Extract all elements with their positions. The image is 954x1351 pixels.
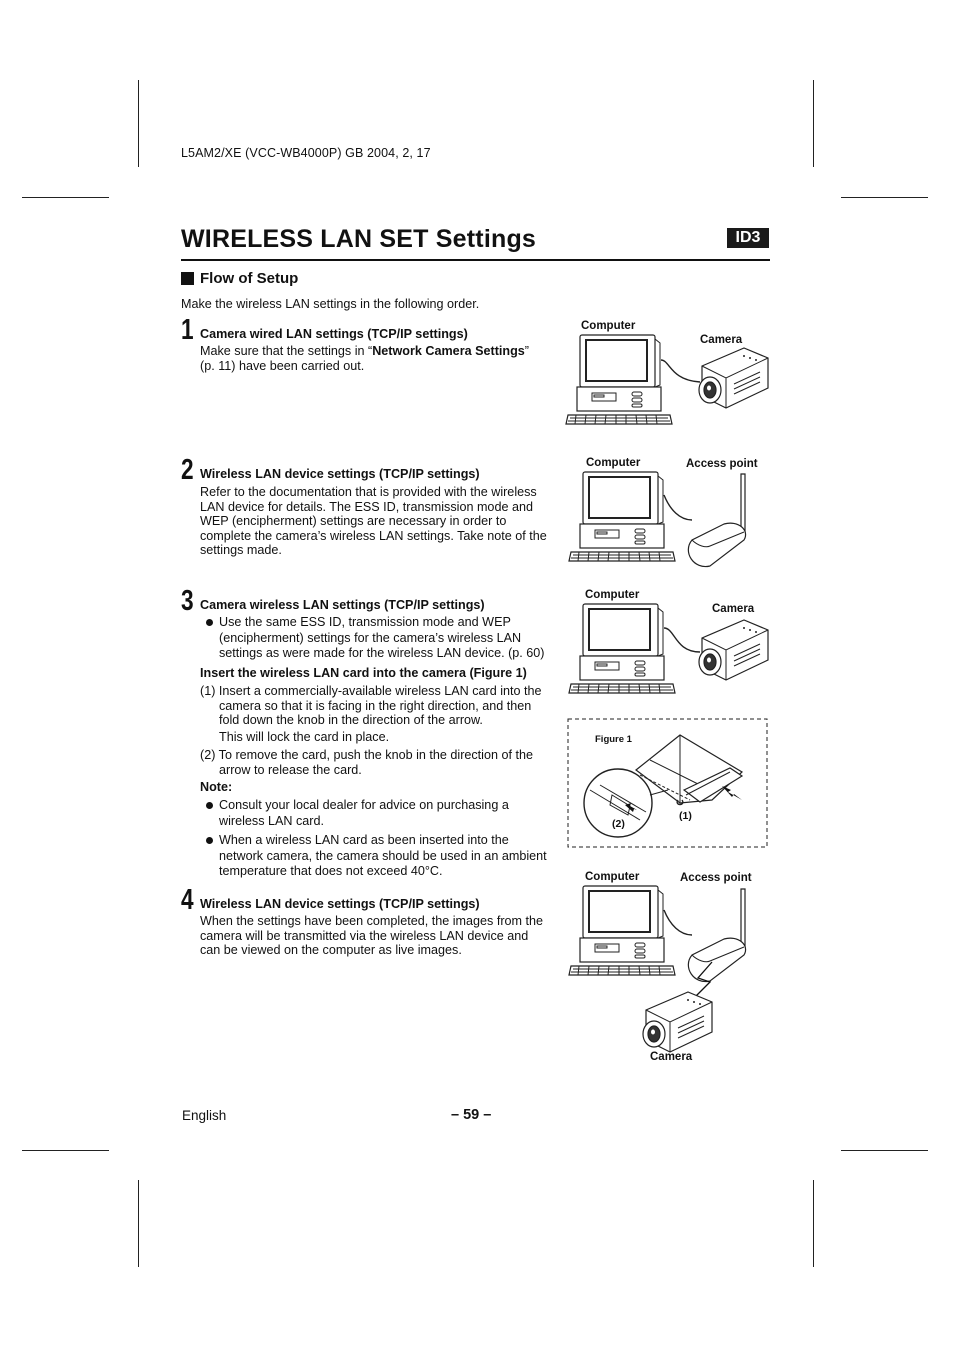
step-body: When the settings have been completed, t… xyxy=(200,914,544,958)
step-number: 2 xyxy=(181,454,194,486)
step-item-1: (1) Insert a commercially-available wire… xyxy=(200,684,542,744)
bullet-dot xyxy=(206,802,213,809)
step-title: Camera wired LAN settings (TCP/IP settin… xyxy=(200,327,468,341)
label-access-point: Access point xyxy=(680,872,752,884)
crop-mark xyxy=(22,1150,109,1151)
section-badge: ID3 xyxy=(727,228,769,248)
crop-mark xyxy=(138,80,139,167)
crop-mark xyxy=(841,197,928,198)
step-number: 1 xyxy=(181,314,194,346)
crop-mark xyxy=(841,1150,928,1151)
doc-code: L5AM2/XE (VCC-WB4000P) GB 2004, 2, 17 xyxy=(181,146,431,160)
step-number: 3 xyxy=(181,585,194,617)
step-title: Wireless LAN device settings (TCP/IP set… xyxy=(200,467,480,481)
intro-text: Make the wireless LAN settings in the fo… xyxy=(181,297,480,311)
label-access-point: Access point xyxy=(686,458,758,470)
step-subhead: Insert the wireless LAN card into the ca… xyxy=(200,666,527,680)
title-rule xyxy=(181,259,770,261)
section-heading: Flow of Setup xyxy=(200,270,299,287)
note-item: Consult your local dealer for advice on … xyxy=(219,798,509,828)
label-camera: Camera xyxy=(650,1051,693,1063)
crop-mark xyxy=(813,1180,814,1267)
step-body: Make sure that the settings in “Network … xyxy=(200,344,529,373)
label-computer: Computer xyxy=(581,320,636,332)
label-camera: Camera xyxy=(712,603,755,615)
step-bullet: Use the same ESS ID, transmission mode a… xyxy=(219,615,545,661)
section-marker xyxy=(181,272,194,285)
page-title: WIRELESS LAN SET Settings xyxy=(181,225,537,253)
step-item-2: (2) To remove the card, push the knob in… xyxy=(200,748,533,777)
crop-mark xyxy=(22,197,109,198)
label-camera: Camera xyxy=(700,334,743,346)
bullet-dot xyxy=(206,837,213,844)
crop-mark xyxy=(138,1180,139,1267)
page-number: – 59 – xyxy=(451,1107,492,1123)
bullet-dot xyxy=(206,619,213,626)
note-item: When a wireless LAN card as been inserte… xyxy=(219,833,547,879)
callout-2: (2) xyxy=(612,818,625,830)
step-body: Refer to the documentation that is provi… xyxy=(200,485,547,558)
step-number: 4 xyxy=(181,884,194,916)
note-label: Note: xyxy=(200,780,233,794)
crop-mark xyxy=(813,80,814,167)
label-computer: Computer xyxy=(585,871,640,883)
label-figure-1: Figure 1 xyxy=(595,734,632,745)
callout-1: (1) xyxy=(679,810,692,822)
label-computer: Computer xyxy=(585,589,640,601)
step-title: Wireless LAN device settings (TCP/IP set… xyxy=(200,897,480,911)
footer-language: English xyxy=(182,1108,227,1123)
step-title: Camera wireless LAN settings (TCP/IP set… xyxy=(200,598,485,612)
label-computer: Computer xyxy=(586,457,641,469)
